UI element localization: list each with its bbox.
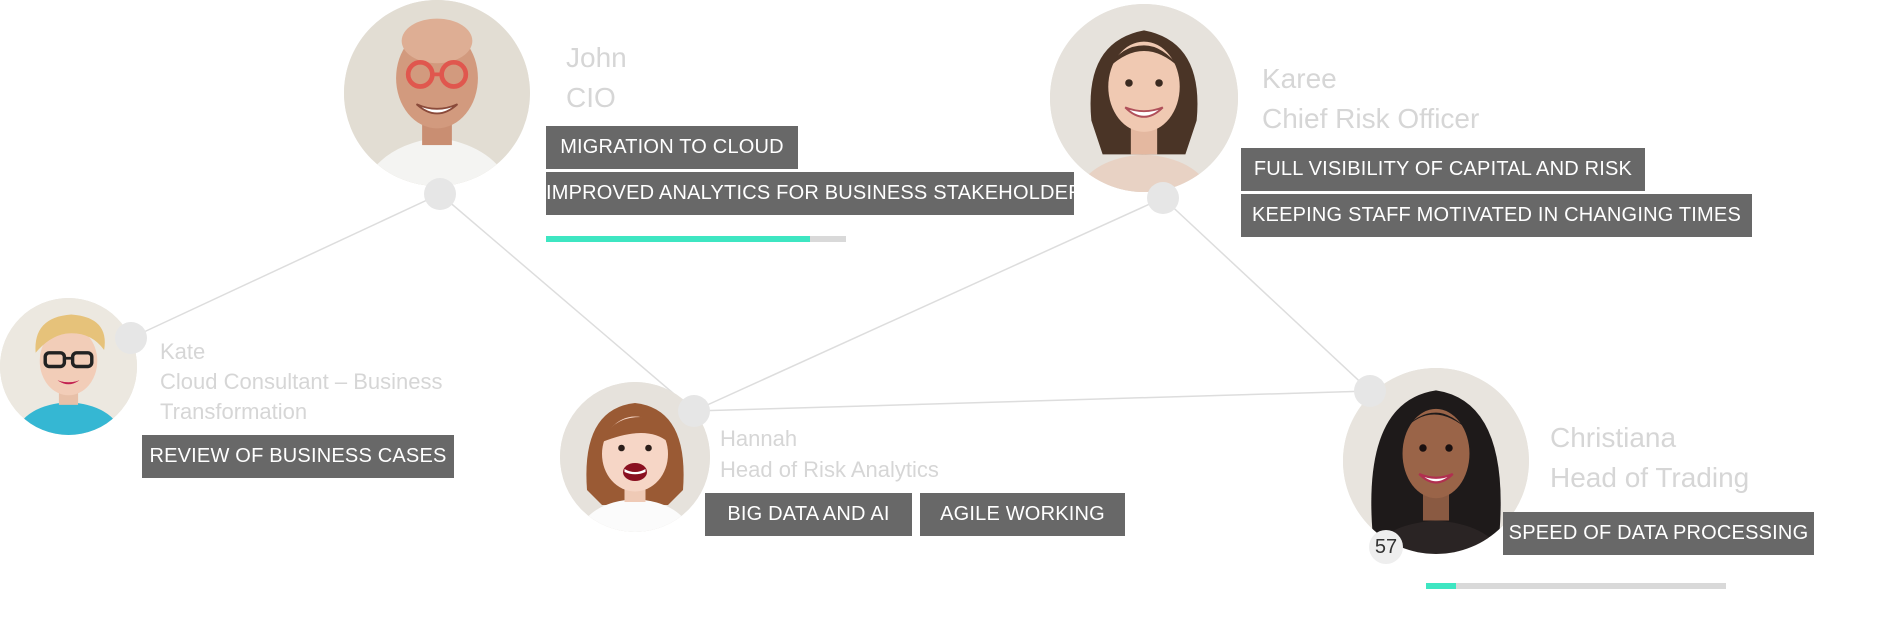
christiana-name: Christiana [1550,422,1677,453]
avatar-karee[interactable] [1050,4,1238,192]
connection-karee-hannah [693,197,1164,412]
tag-migration-to-cloud[interactable]: MIGRATION TO CLOUD [546,126,798,169]
john-name: John [566,42,627,73]
john-progress-bar [546,236,846,242]
kate-name: Kate [160,339,206,364]
christiana-progress-fill [1426,583,1456,589]
tag-big-data-and-ai[interactable]: BIG DATA AND AI [705,493,912,536]
kate-role-line1: Cloud Consultant – Business [160,369,443,394]
john-progress-fill [546,236,810,242]
hannah-name: Hannah [720,426,798,451]
node-john[interactable] [424,178,456,210]
avatar-john[interactable] [344,0,530,186]
john-role: CIO [566,82,616,113]
node-kate[interactable] [115,322,147,354]
connection-john-hannah [439,193,695,412]
portrait-karee-icon [1050,4,1238,192]
connection-hannah-christiana [693,390,1371,412]
node-karee[interactable] [1147,182,1179,214]
tag-improved-analytics[interactable]: IMPROVED ANALYTICS FOR BUSINESS STAKEHOL… [546,172,1096,215]
node-christiana[interactable] [1354,375,1386,407]
tag-keeping-staff-motivated[interactable]: KEEPING STAFF MOTIVATED IN CHANGING TIME… [1241,194,1752,237]
christiana-count-badge[interactable]: 57 [1369,530,1403,564]
christiana-progress-bar [1426,583,1726,589]
connection-john-kate [130,193,441,339]
karee-role: Chief Risk Officer [1262,103,1480,134]
hannah-role: Head of Risk Analytics [720,457,939,482]
tag-speed-of-data-processing[interactable]: SPEED OF DATA PROCESSING [1503,512,1814,555]
kate-role-line2: Transformation [160,399,308,424]
portrait-john-icon [344,0,530,186]
tag-full-visibility[interactable]: FULL VISIBILITY OF CAPITAL AND RISK [1241,148,1645,191]
tag-agile-working[interactable]: AGILE WORKING [920,493,1125,536]
avatar-christiana[interactable] [1343,368,1529,554]
karee-name: Karee [1262,63,1337,94]
tag-review-business-cases[interactable]: REVIEW OF BUSINESS CASES [142,435,454,478]
avatar-kate[interactable] [0,298,137,435]
connection-karee-christiana [1162,197,1371,392]
christiana-role: Head of Trading [1550,462,1750,493]
portrait-kate-icon [0,298,137,435]
node-hannah[interactable] [678,395,710,427]
